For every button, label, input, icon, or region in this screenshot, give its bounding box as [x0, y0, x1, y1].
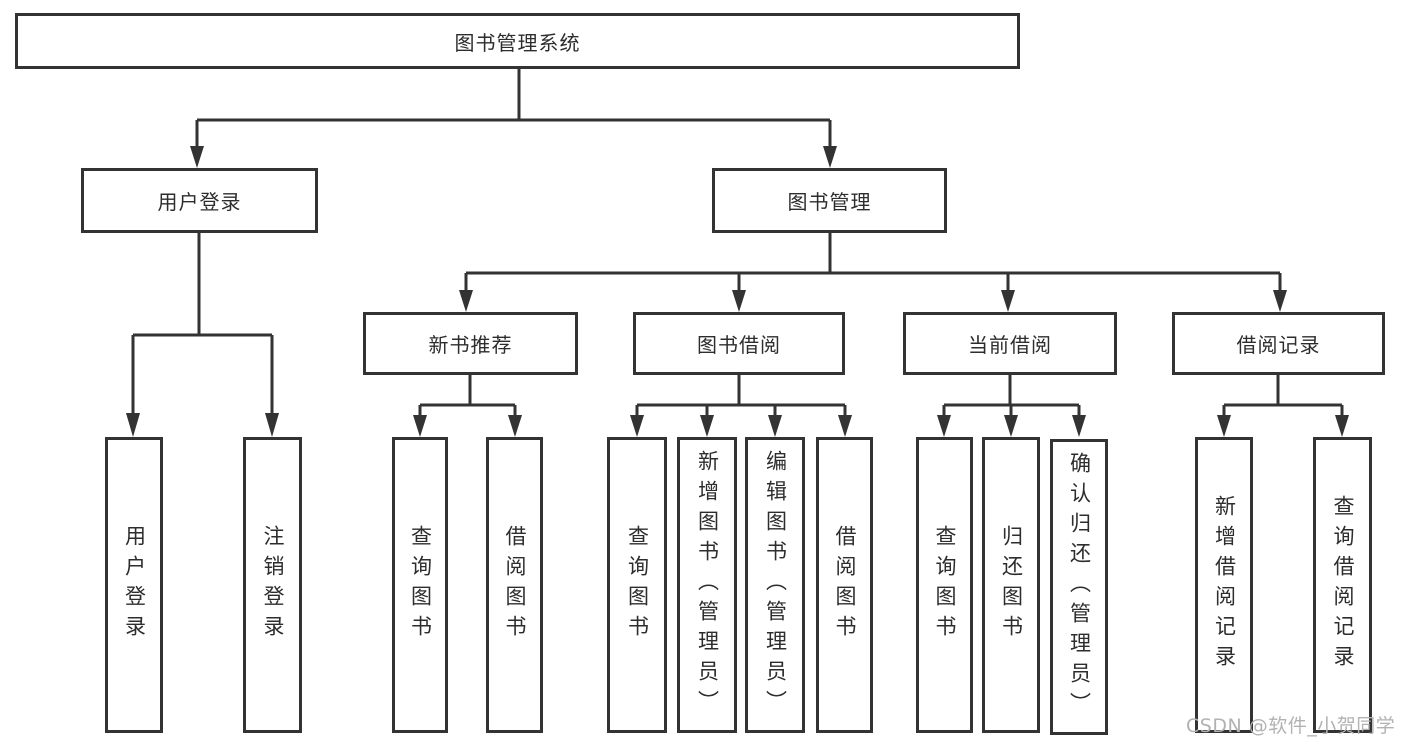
leaf-logout: 注销登录: [243, 437, 302, 733]
leaf-add-borrow-record: 新增借阅记录: [1195, 437, 1253, 733]
node-label: 确认归还（管理员）: [1067, 452, 1092, 722]
node-label: 借阅图书: [833, 525, 857, 645]
leaf-borrow-query-books: 查询图书: [607, 437, 667, 733]
node-label: 借阅记录: [1236, 333, 1321, 357]
leaf-query-borrow-record: 查询借阅记录: [1313, 437, 1372, 733]
connector-user-login-children: [126, 233, 279, 437]
leaf-add-books-admin: 新增图书（管理员）: [677, 437, 737, 733]
leaf-user-login: 用户登录: [105, 437, 163, 733]
leaf-current-query-books: 查询图书: [916, 437, 973, 733]
arrowhead: [459, 290, 1287, 312]
leaf-recommend-query-books: 查询图书: [392, 437, 448, 733]
node-label: 新增图书（管理员）: [695, 450, 720, 720]
node-label: 用户登录: [157, 190, 242, 214]
leaf-return-books: 归还图书: [982, 437, 1040, 733]
node-label: 编辑图书（管理员）: [763, 450, 788, 720]
connector-new-books-children: [413, 375, 522, 437]
node-new-book-recommend: 新书推荐: [363, 312, 578, 375]
node-label: 借阅图书: [503, 525, 527, 645]
connector-borrow-records-children: [1217, 375, 1349, 437]
node-user-login: 用户登录: [81, 168, 318, 233]
connector-book-mgmt-children: [459, 233, 1287, 312]
node-book-management: 图书管理: [712, 168, 947, 233]
leaf-confirm-return-admin: 确认归还（管理员）: [1050, 439, 1108, 735]
node-label: 新增借阅记录: [1212, 495, 1237, 675]
connector-current-borrow-children: [937, 375, 1086, 437]
node-borrow-records: 借阅记录: [1172, 312, 1385, 375]
node-label: 图书借阅: [697, 333, 781, 357]
leaf-recommend-borrow-books: 借阅图书: [486, 437, 543, 733]
node-library-system: 图书管理系统: [15, 13, 1020, 69]
node-label: 图书管理系统: [454, 30, 581, 55]
leaf-borrow-books: 借阅图书: [816, 437, 873, 733]
connector-root-to-level1: [190, 69, 837, 168]
arrowhead: [413, 415, 522, 437]
arrowhead: [937, 415, 1086, 437]
arrowhead: [630, 415, 852, 437]
node-label: 新书推荐: [428, 333, 513, 357]
node-label: 注销登录: [261, 525, 285, 645]
csdn-watermark: CSDN @软件_小贺同学: [1186, 715, 1396, 737]
node-current-borrowing: 当前借阅: [903, 312, 1117, 375]
connector-book-borrow-children: [630, 375, 852, 437]
leaf-edit-books-admin: 编辑图书（管理员）: [745, 437, 805, 733]
node-label: 图书管理: [787, 190, 872, 214]
node-label: 当前借阅: [968, 333, 1052, 357]
node-label: 查询图书: [625, 525, 650, 645]
node-label: 查询借阅记录: [1331, 495, 1355, 675]
node-label: 查询图书: [933, 525, 957, 645]
node-label: 查询图书: [408, 525, 433, 645]
node-label: 用户登录: [122, 525, 147, 645]
node-book-borrowing: 图书借阅: [633, 312, 845, 375]
arrowhead: [126, 413, 279, 437]
arrowhead: [190, 146, 837, 168]
node-label: 归还图书: [999, 525, 1024, 645]
arrowhead: [1217, 415, 1349, 437]
